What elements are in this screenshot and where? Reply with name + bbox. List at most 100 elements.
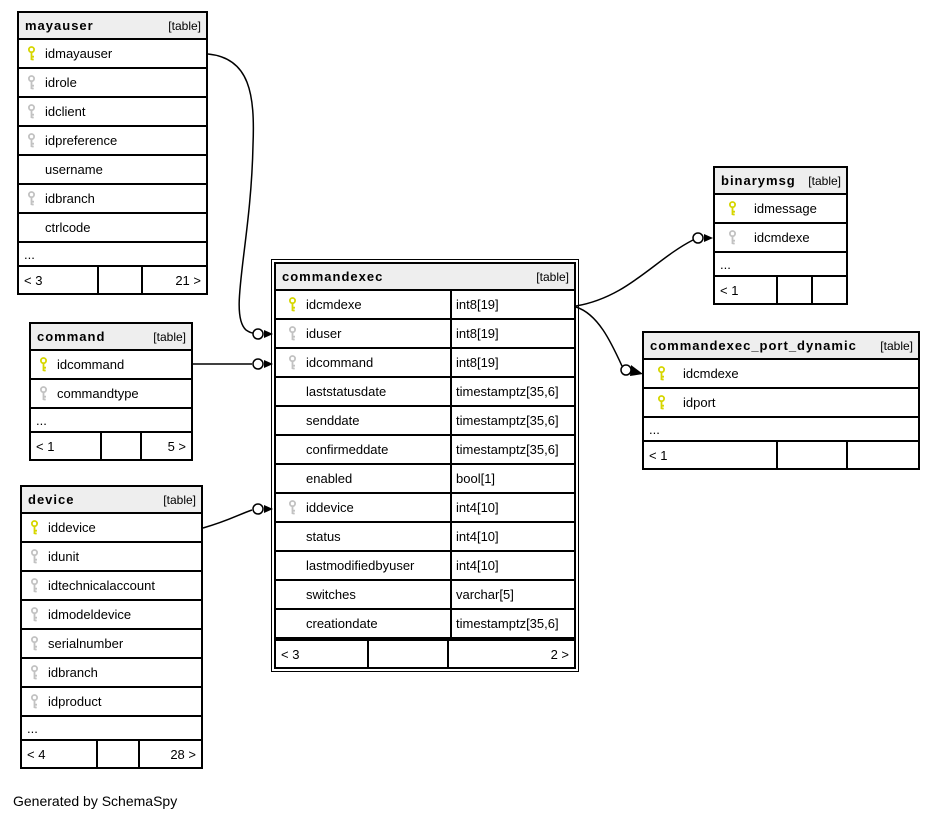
footer-parents-count: < 4 <box>27 746 46 762</box>
footer-parents-count: < 1 <box>720 282 739 298</box>
footer-middle-cell <box>776 442 846 468</box>
edge-arrowhead <box>704 234 713 242</box>
column-name: idbranch <box>48 665 98 680</box>
column-name-cell: ctrlcode <box>19 214 91 241</box>
column-name-cell: idpreference <box>19 127 117 154</box>
column-name-cell: idbranch <box>19 185 95 212</box>
primary-key-icon <box>657 395 675 410</box>
primary-key-icon <box>657 366 675 381</box>
table-name[interactable]: command <box>37 329 106 344</box>
edge-endpoint-circle <box>252 503 264 515</box>
foreign-key-icon <box>30 665 48 680</box>
column-row-idproduct[interactable]: idproduct <box>22 688 201 717</box>
column-name: idmessage <box>754 201 817 216</box>
column-row-idpreference[interactable]: idpreference <box>19 127 206 156</box>
edge-arrowhead <box>264 330 273 338</box>
column-name: lastmodifiedbyuser <box>306 558 415 573</box>
column-row-idmessage[interactable]: idmessage <box>715 195 846 224</box>
column-name-cell: idcmdexe <box>644 360 739 387</box>
column-name-cell: idport <box>644 389 716 416</box>
column-row-idport[interactable]: idport <box>644 389 918 418</box>
column-row-idcmdexe[interactable]: idcmdexe <box>715 224 846 253</box>
column-name: confirmeddate <box>306 442 389 457</box>
edge-commandexec-portdynamic <box>575 306 623 367</box>
footer-parents-count: < 3 <box>24 272 43 288</box>
table-name[interactable]: commandexec <box>282 269 384 284</box>
footer-children-count: 28 > <box>138 741 201 767</box>
table-type-tag: [table] <box>153 329 186 344</box>
column-name: iduser <box>306 326 342 341</box>
column-name-cell: senddate <box>276 407 450 434</box>
column-row-idmayauser[interactable]: idmayauser <box>19 40 206 69</box>
table-name[interactable]: mayauser <box>25 18 94 33</box>
table-type-tag: [table] <box>808 173 841 188</box>
column-row-idbranch[interactable]: idbranch <box>19 185 206 214</box>
footer-parents-count: < 1 <box>649 447 668 463</box>
column-name-cell: iddevice <box>276 494 450 521</box>
column-row-idmodeldevice[interactable]: idmodeldevice <box>22 601 201 630</box>
column-row-idcommand[interactable]: idcommand <box>31 351 191 380</box>
column-type: int4[10] <box>450 494 574 521</box>
table-name[interactable]: binarymsg <box>721 173 796 188</box>
edge-endpoint-circle <box>620 364 632 376</box>
foreign-key-icon <box>288 500 306 515</box>
column-row-commandtype[interactable]: commandtype <box>31 380 191 409</box>
column-row-idrole[interactable]: idrole <box>19 69 206 98</box>
column-row-idtechnicalaccount[interactable]: idtechnicalaccount <box>22 572 201 601</box>
column-type: timestamptz[35,6] <box>450 378 574 405</box>
column-name-cell: idcommand <box>276 349 450 376</box>
column-name: idport <box>683 395 716 410</box>
column-name-cell: iddevice <box>22 514 96 541</box>
table-type-tag: [table] <box>536 269 569 284</box>
column-name-cell: enabled <box>276 465 450 492</box>
column-name: idpreference <box>45 133 118 148</box>
table-name[interactable]: device <box>28 492 75 507</box>
column-row-idclient[interactable]: idclient <box>19 98 206 127</box>
column-name-cell: idmayauser <box>19 40 112 67</box>
footer-parents-count: < 3 <box>281 646 300 662</box>
column-type: int8[19] <box>450 291 574 318</box>
foreign-key-icon <box>27 104 45 119</box>
column-name: creationdate <box>306 616 378 631</box>
column-name: idcmdexe <box>754 230 810 245</box>
foreign-key-icon <box>288 326 306 341</box>
foreign-key-icon <box>728 230 746 245</box>
column-row-username[interactable]: username <box>19 156 206 185</box>
column-row-serialnumber[interactable]: serialnumber <box>22 630 201 659</box>
column-name-cell: laststatusdate <box>276 378 450 405</box>
column-row-ctrlcode[interactable]: ctrlcode <box>19 214 206 243</box>
footer-middle-cell <box>97 267 141 293</box>
column-name: switches <box>306 587 356 602</box>
column-name-cell: idcmdexe <box>276 291 450 318</box>
column-name: idcommand <box>306 355 374 370</box>
column-row-iddevice[interactable]: iddevice <box>22 514 201 543</box>
column-row-idunit[interactable]: idunit <box>22 543 201 572</box>
column-row-idbranch[interactable]: idbranch <box>22 659 201 688</box>
foreign-key-icon <box>27 133 45 148</box>
table-footer: < 1 <box>715 275 846 303</box>
foreign-key-icon <box>288 355 306 370</box>
column-row-idcmdexe[interactable]: idcmdexe <box>644 360 918 389</box>
table-name[interactable]: commandexec_port_dynamic <box>650 338 857 353</box>
column-name: enabled <box>306 471 353 486</box>
column-type: timestamptz[35,6] <box>450 407 574 434</box>
